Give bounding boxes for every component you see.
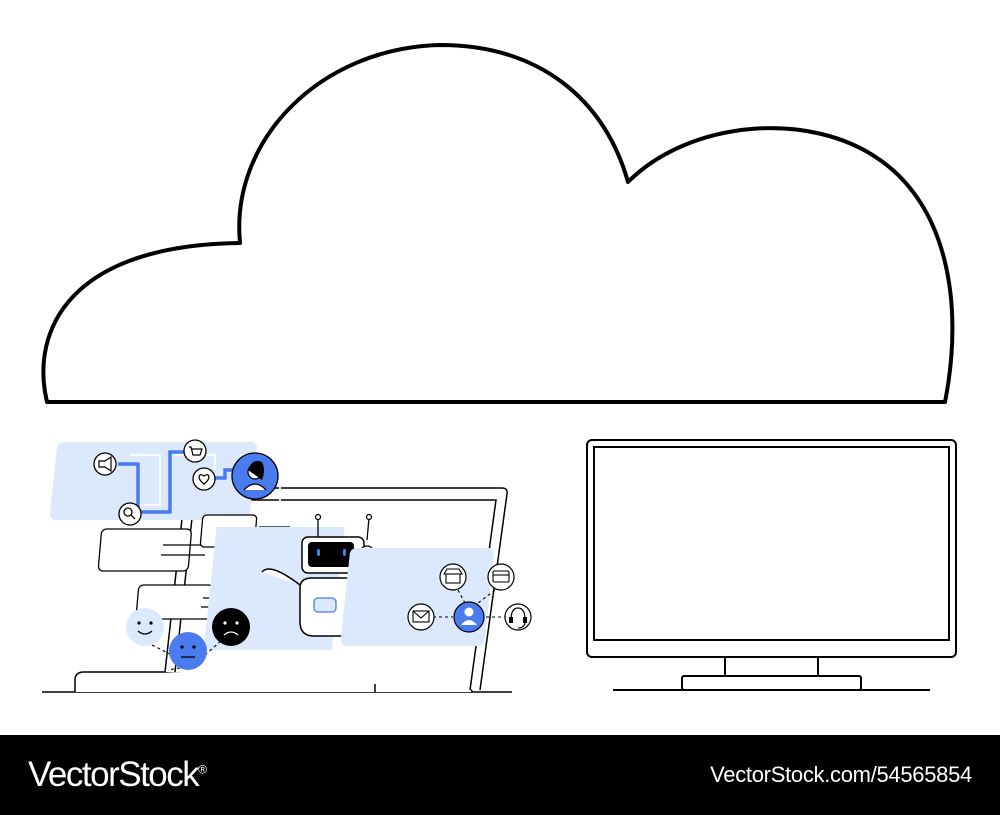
workflow-panel: [49, 442, 257, 520]
watermark-footer: VectorStock® VectorStock.com/54565854: [0, 735, 1000, 815]
monitor-stand: [681, 675, 862, 691]
heart-icon: [192, 467, 216, 491]
credit-card-icon: [487, 563, 515, 591]
chat-bubble: [97, 528, 215, 572]
user-icon: [453, 601, 485, 633]
monitor-screen: [593, 446, 950, 641]
mail-icon: [407, 603, 435, 631]
megaphone-icon: [93, 452, 117, 476]
monitor-illustration: [586, 439, 957, 691]
monitor-neck: [724, 656, 819, 677]
neutral-face-icon: [169, 632, 207, 670]
brand-logo: VectorStock®: [28, 755, 207, 795]
store-icon: [439, 563, 467, 591]
shopping-cart-icon: [183, 439, 207, 463]
search-icon: [118, 502, 142, 526]
cloud-outline: [41, 43, 955, 404]
workflow-connector: [118, 450, 188, 514]
brand-trademark: ®: [198, 762, 208, 777]
brand-logo-text: VectorStock: [28, 755, 200, 794]
sad-face-icon: [212, 608, 250, 646]
headset-icon: [504, 603, 532, 631]
smile-face-icon: [126, 608, 164, 646]
laptop-illustration: [42, 439, 532, 693]
asset-id-link[interactable]: VectorStock.com/54565854: [710, 762, 972, 787]
illustration-scene: [41, 43, 957, 693]
